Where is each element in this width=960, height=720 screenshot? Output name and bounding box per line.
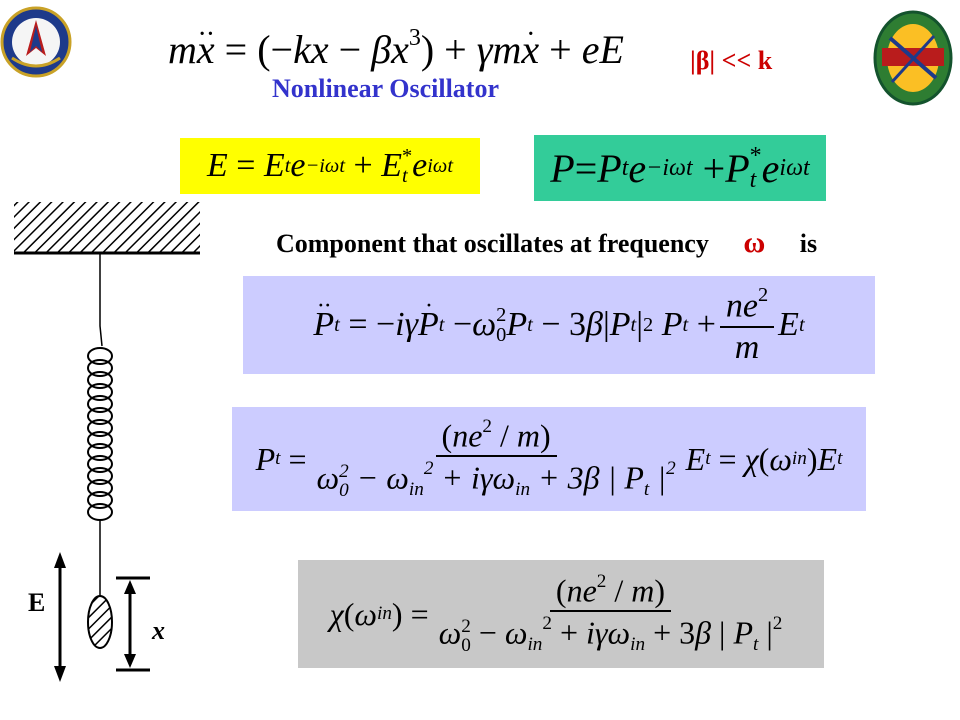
ceiling-support [14,202,200,252]
right-emblem-logo [872,8,954,108]
field-label: E [28,588,46,617]
page-title: Nonlinear Oscillator [272,74,500,103]
component-tail: is [799,229,818,258]
component-text: Component that oscillates at frequency [276,229,709,258]
omega-symbol: ω [743,226,766,259]
displacement-arrow [116,576,150,672]
displacement-label: x [152,616,165,645]
component-statement: Component that oscillates at frequency ω… [276,226,817,260]
beta-condition: |β| << k [690,46,773,75]
equation-of-motion: mx = (−kx − βx3) + γmx + eE [168,5,668,72]
field-arrow [54,552,66,682]
spring-mass-diagram [0,196,220,686]
left-emblem-logo [0,4,72,82]
oscillator-mass [87,595,113,649]
spring-coil [87,347,113,521]
